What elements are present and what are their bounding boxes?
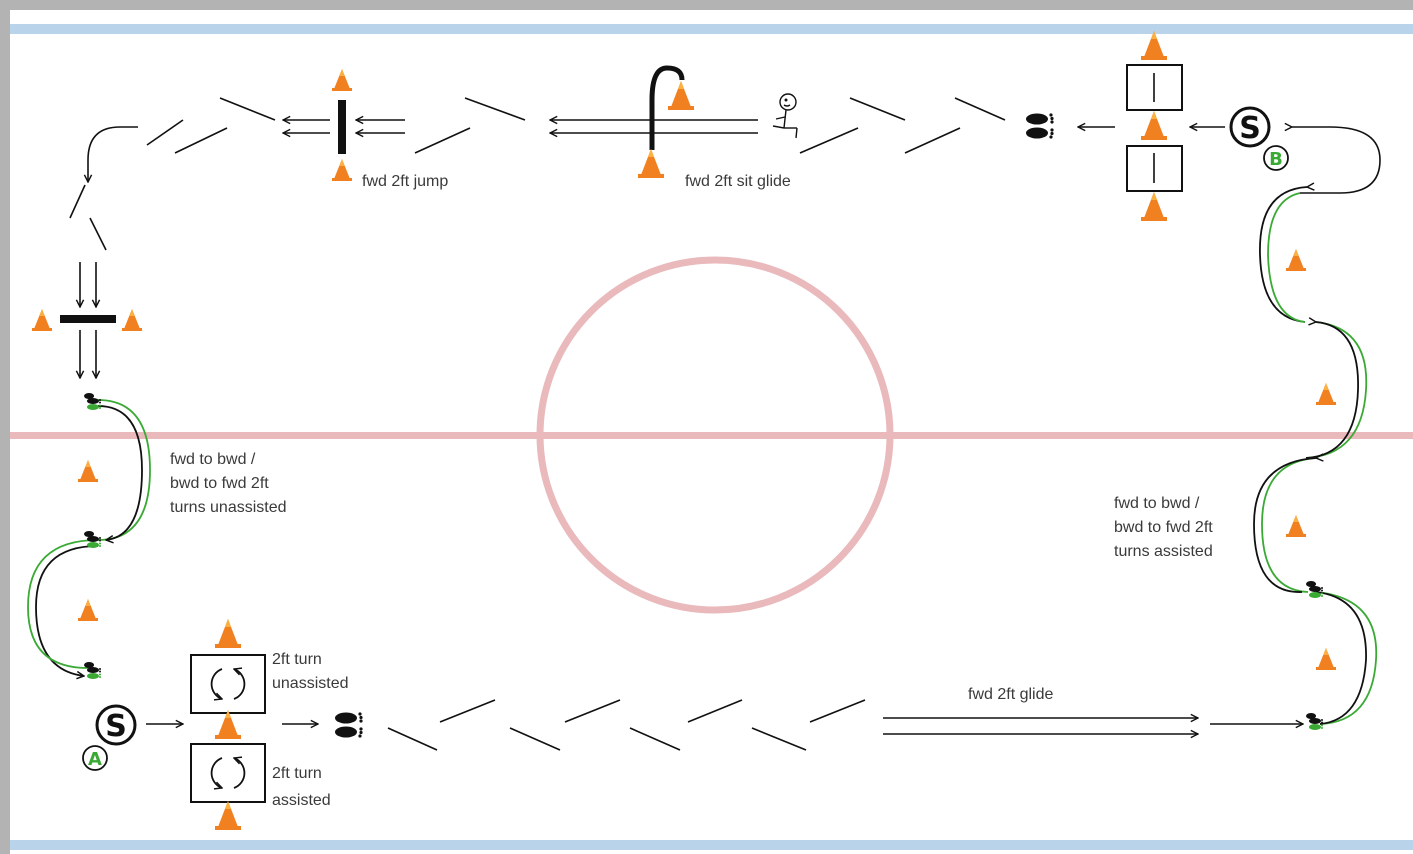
label-turns-assisted: fwd to bwd / bwd to fwd 2ft turns assist… <box>1114 495 1217 560</box>
start-b-badge <box>1263 145 1289 171</box>
turn-box-assisted <box>191 744 265 802</box>
start-a-symbol: S <box>105 709 127 744</box>
start-a-badge <box>82 745 108 771</box>
center-circle <box>536 256 894 614</box>
start-a-badge-letter: A <box>88 749 102 770</box>
bottom-blue-line <box>10 840 1413 850</box>
start-b-badge-letter: B <box>1269 149 1283 170</box>
top-blue-line <box>10 24 1413 34</box>
start-b-symbol: S <box>1239 111 1261 146</box>
top-route <box>69 97 1381 378</box>
label-glide: fwd 2ft glide <box>968 686 1053 703</box>
center-red-line <box>10 432 1413 439</box>
start-icon <box>1229 106 1271 148</box>
start-a: S A <box>82 704 137 771</box>
start-b: S B <box>1229 106 1289 171</box>
label-turns-unassisted: fwd to bwd / bwd to fwd 2ft turns unassi… <box>170 451 287 516</box>
label-turn-assisted: 2ft turn assisted <box>272 765 331 809</box>
label-jump: fwd 2ft jump <box>362 173 448 190</box>
jump-bar-top <box>338 100 346 154</box>
jump-bar-left <box>60 315 116 323</box>
turn-box-upper-b <box>1126 64 1183 111</box>
label-sit-glide: fwd 2ft sit glide <box>685 173 791 190</box>
bottom-route <box>146 699 1303 751</box>
stick-figure-icon <box>772 93 798 139</box>
label-turn-unassisted: 2ft turn unassisted <box>272 651 349 692</box>
turn-box-unassisted <box>191 655 265 713</box>
left-turns-path <box>27 399 151 676</box>
start-icon <box>95 704 137 746</box>
right-turns-path <box>1253 187 1378 725</box>
turn-box-lower-b <box>1126 145 1183 192</box>
sit-glide-hoop <box>649 65 685 150</box>
